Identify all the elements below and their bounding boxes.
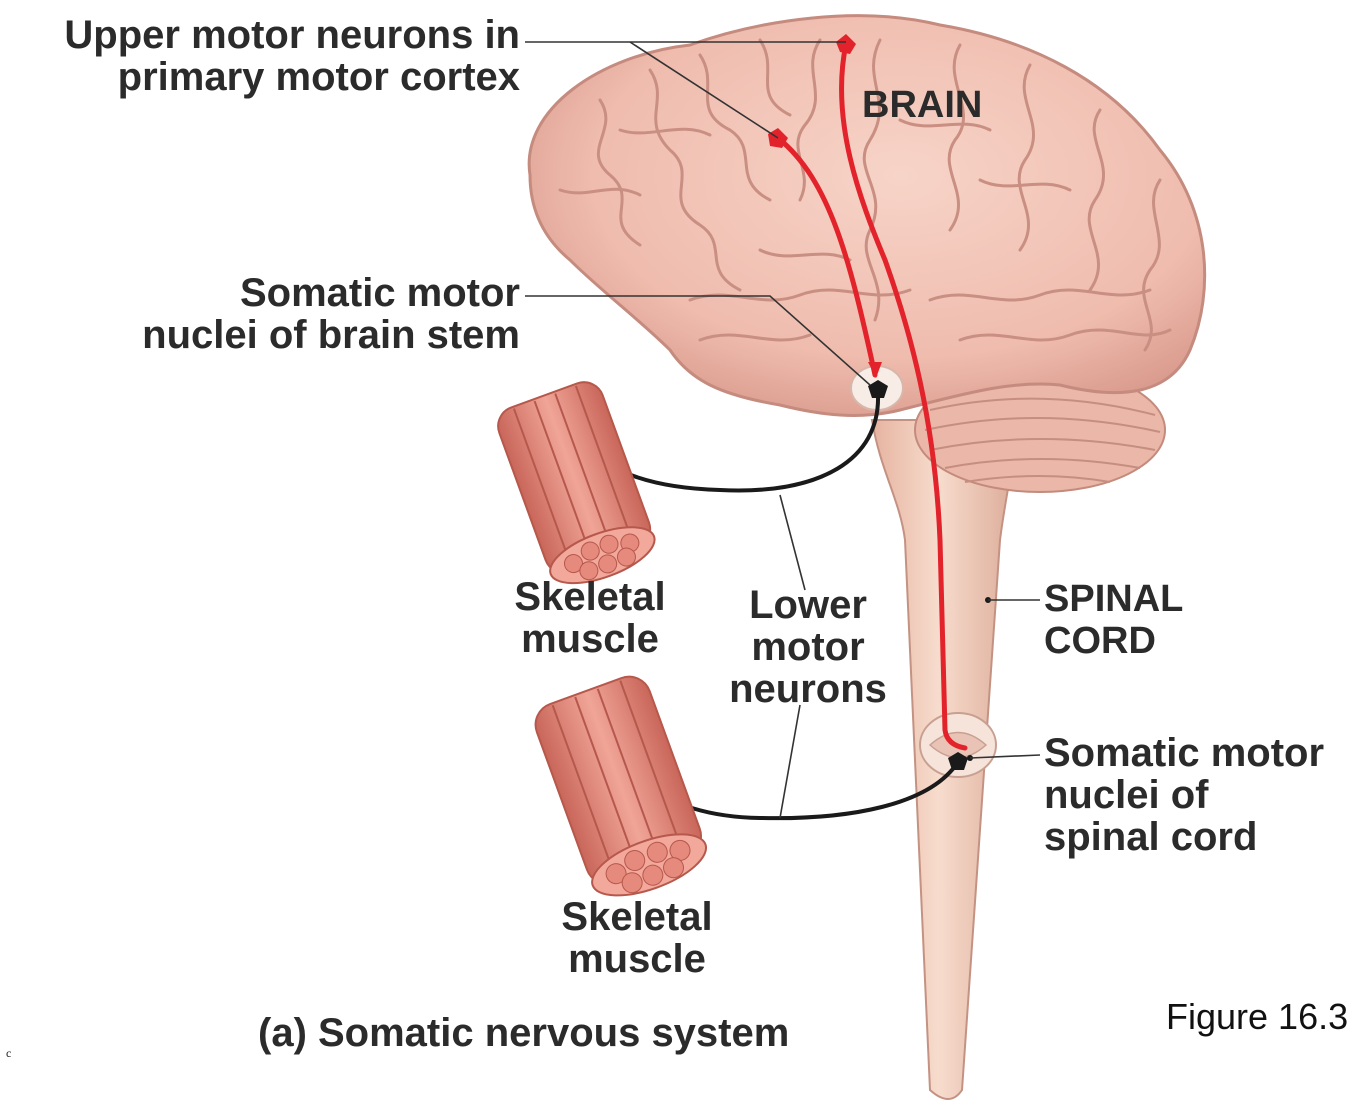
figure-number: Figure 16.3 [1166,996,1348,1038]
label-spinal-cord: SPINAL CORD [1044,578,1183,662]
label-skeletal-muscle-bottom: Skeletal muscle [537,896,737,980]
label-skeletal-muscle-top: Skeletal muscle [490,576,690,660]
leader-lower-motor-neurons-bottom [780,705,800,818]
label-brain: BRAIN [862,84,982,126]
label-upper-motor-neurons: Upper motor neurons in primary motor cor… [10,14,520,98]
skeletal-muscle-bottom [529,671,713,908]
corner-mark: c [6,1046,11,1061]
lower-neuron-axon-bottom [650,762,958,818]
leader-lower-motor-neurons-top [780,495,805,590]
label-somatic-motor-nuclei-brain-stem: Somatic motor nuclei of brain stem [10,272,520,356]
figure-caption: (a) Somatic nervous system [258,1012,789,1054]
label-somatic-motor-nuclei-spinal-cord: Somatic motor nuclei of spinal cord [1044,732,1324,858]
skeletal-muscle-top [493,377,662,595]
label-lower-motor-neurons: Lower motor neurons [708,584,908,710]
